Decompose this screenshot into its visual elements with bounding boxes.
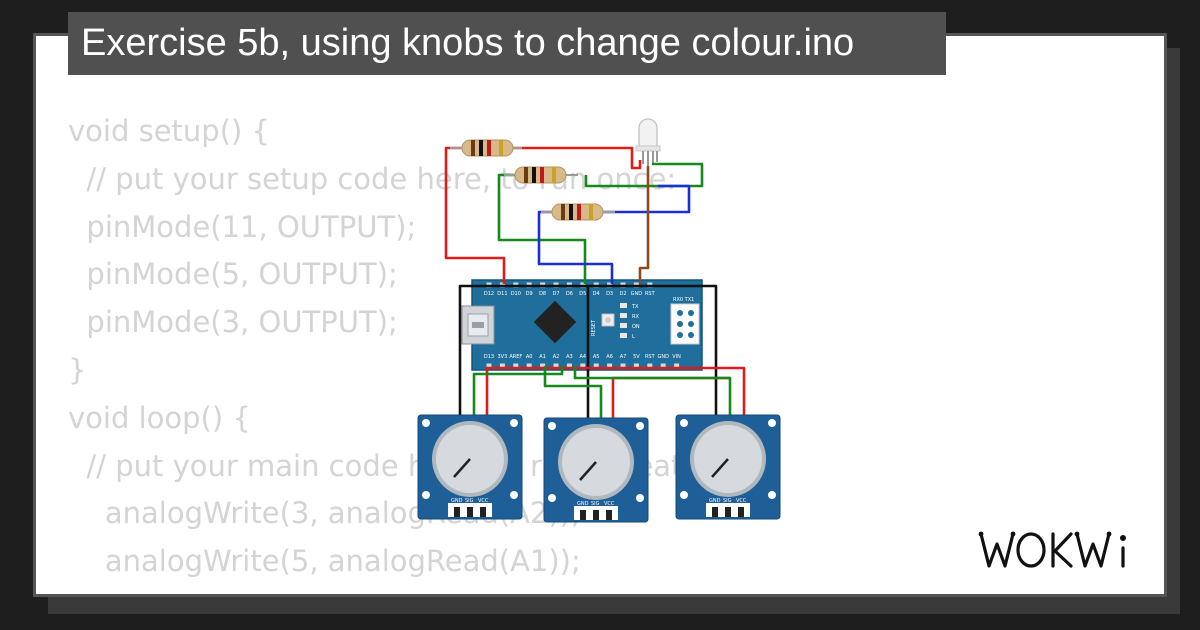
bottom-header-pin-label: 3V3 (498, 354, 508, 360)
top-header-pin-label: D3 (606, 291, 613, 297)
bottom-header-pin[interactable] (513, 363, 519, 369)
bottom-header-pin[interactable] (593, 363, 599, 369)
wokwi-logo (978, 531, 1126, 568)
top-header-pin-label: GND (631, 291, 643, 297)
bottom-header-pin-label: 5V (633, 354, 640, 360)
potentiometer-3[interactable]: GND SIG VCC (675, 414, 781, 520)
reset-button[interactable] (601, 313, 615, 327)
bottom-header-pin-label: VIN (672, 354, 681, 360)
bottom-header-pin-label: A0 (526, 354, 533, 360)
pot1-sig-label: SIG (465, 498, 474, 504)
bottom-header-pin-label: A6 (606, 354, 613, 360)
wire-green[interactable] (584, 162, 704, 188)
wire-green-board[interactable] (497, 173, 587, 284)
bottom-header-pin-label: AREF (509, 354, 522, 360)
bottom-header-pin[interactable] (620, 363, 626, 369)
top-header-pin-label: D7 (552, 291, 559, 297)
reset-label: RESET (591, 319, 597, 336)
top-header-pin-label: RST (645, 291, 656, 297)
pot3-vcc-label: VCC (736, 498, 747, 504)
top-header-pin-label: D2 (619, 291, 626, 297)
bottom-header-pin[interactable] (486, 363, 492, 369)
code-line: pinMode(5, OUTPUT); (68, 257, 398, 292)
code-line: void loop() { (68, 400, 251, 435)
led-label-on: ON (632, 324, 640, 330)
pot3-sig-label: SIG (723, 498, 732, 504)
top-header-pin-label: D10 (511, 291, 521, 297)
rgb-led[interactable] (635, 118, 661, 166)
resistor-3[interactable] (541, 203, 615, 221)
top-header-pin-label: D6 (566, 291, 573, 297)
bottom-header-pin-label: A2 (553, 354, 560, 360)
potentiometer-1[interactable]: GND SIG VCC (417, 414, 523, 520)
bottom-header-pin[interactable] (499, 363, 505, 369)
bottom-header-pin-label: A4 (579, 354, 586, 360)
pot1-vcc-label: VCC (478, 498, 489, 504)
top-header-pin-label: D11 (497, 291, 507, 297)
code-line: pinMode(11, OUTPUT); (68, 209, 417, 244)
top-header-pin-label: D8 (539, 291, 546, 297)
led-label-tx: TX (631, 304, 639, 310)
bottom-header-pin[interactable] (647, 363, 653, 369)
bottom-header-pin[interactable] (607, 363, 613, 369)
bottom-header-pin[interactable] (674, 363, 680, 369)
usb-connector (461, 305, 495, 345)
pot2-sig-label: SIG (591, 501, 600, 507)
wire-red-led[interactable] (513, 146, 642, 170)
serial-label: RX0 TX1 (673, 297, 694, 303)
project-title: Exercise 5b, using knobs to change colou… (68, 12, 946, 75)
code-line: void setup() { (68, 114, 270, 148)
pot1-gnd-label: GND (451, 498, 463, 504)
icsp-header (670, 303, 700, 345)
top-header-pin-label: D5 (579, 291, 586, 297)
bottom-header-pin-label: A7 (620, 354, 627, 360)
wire-brown[interactable] (638, 166, 650, 284)
bottom-header-pin[interactable] (526, 363, 532, 369)
top-header-pin-label: D4 (593, 291, 600, 297)
bottom-header-pin-label: A3 (566, 354, 573, 360)
pot2-gnd-label: GND (577, 501, 589, 507)
bottom-header-pin[interactable] (580, 363, 586, 369)
wire-red[interactable] (444, 146, 506, 284)
code-line: analogWrite(5, analogRead(A1)); (68, 544, 581, 579)
bottom-header-pin[interactable] (553, 363, 559, 369)
bottom-header-pin-label: A5 (593, 354, 600, 360)
top-header-pin-label: D12 (484, 291, 494, 297)
led-label-l: L (632, 334, 635, 340)
code-line: pinMode(3, OUTPUT); (68, 305, 398, 340)
pot2-vcc-label: VCC (604, 501, 615, 507)
bottom-header-pin[interactable] (566, 363, 572, 369)
led-label-rx: RX (632, 314, 639, 320)
wire-blue-board[interactable] (537, 210, 614, 284)
potentiometer-2[interactable]: GND SIG VCC (543, 417, 649, 523)
top-header-pin-label: D9 (526, 291, 533, 297)
bottom-header-pin-label: A1 (539, 354, 546, 360)
resistor-1[interactable] (450, 139, 522, 157)
code-line: } (68, 352, 87, 387)
bottom-header-pin[interactable] (660, 363, 666, 369)
bottom-header-pin-label: D13 (484, 354, 494, 360)
bottom-header-pin[interactable] (633, 363, 639, 369)
status-leds: TX RX ON L (620, 303, 640, 340)
bottom-header-pin[interactable] (540, 363, 546, 369)
pot3-gnd-label: GND (709, 498, 721, 504)
bottom-header-pin-label: RST (645, 354, 656, 360)
bottom-header-pin-label: GND (657, 354, 669, 360)
wire-blue[interactable] (602, 184, 691, 214)
resistor-2[interactable] (504, 166, 578, 184)
